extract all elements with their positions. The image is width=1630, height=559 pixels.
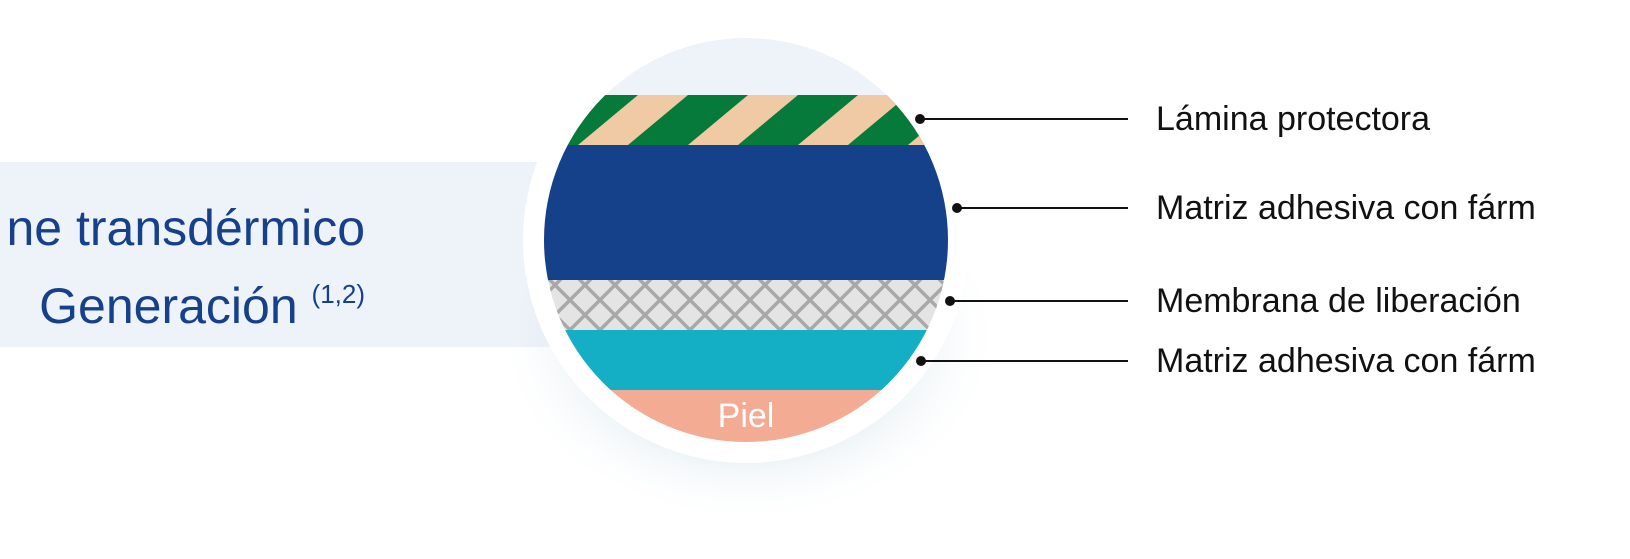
- title-line-2: Generación (1,2): [7, 261, 365, 339]
- title-reference: (1,2): [311, 279, 365, 309]
- skin-label: Piel: [718, 397, 775, 435]
- title-line-1: ne transdérmico: [6, 200, 366, 256]
- diagram-title: ne transdérmico Generación (1,2): [7, 195, 366, 339]
- layer-drug-matrix-bottom: [544, 330, 948, 390]
- label-protective-sheet: Lámina protectora: [1156, 100, 1431, 138]
- leader-line-3: [945, 296, 1128, 306]
- title-line-2-text: Generación: [39, 278, 298, 334]
- label-release-membrane: Membrana de liberación: [1156, 282, 1521, 320]
- label-drug-matrix-bottom: Matriz adhesiva con fárm: [1156, 342, 1536, 380]
- leader-line-2: [952, 203, 1128, 213]
- leader-line-1: [915, 114, 1128, 124]
- leader-line-4: [916, 356, 1128, 366]
- layer-drug-matrix-top: [544, 145, 948, 280]
- label-drug-matrix-top: Matriz adhesiva con fárm: [1156, 189, 1536, 227]
- membrane-mesh: [544, 280, 948, 330]
- protective-stripes: [544, 95, 948, 145]
